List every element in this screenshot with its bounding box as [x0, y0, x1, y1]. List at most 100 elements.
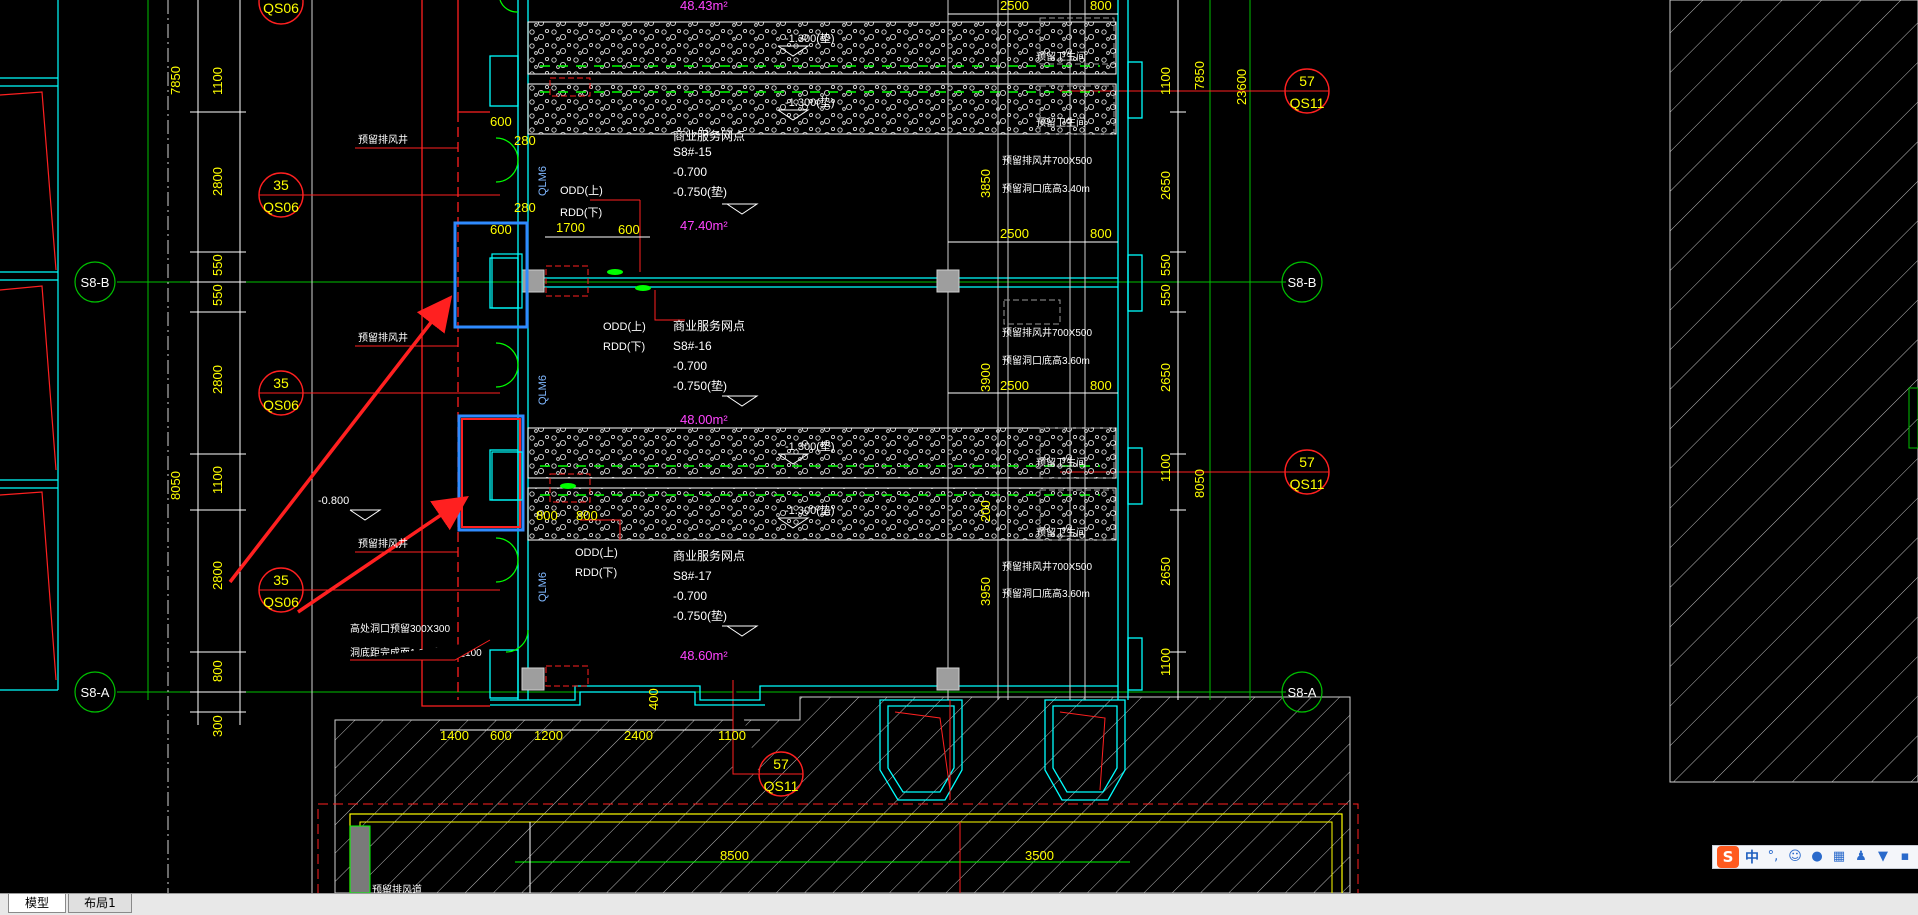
dim-1100-bottom: 1100: [718, 728, 746, 743]
hole-note-1: 高处洞口预留300X300: [350, 622, 450, 635]
wc-label-4: 预留卫生间: [1036, 526, 1086, 539]
room-16-code: S8#-16: [673, 339, 712, 353]
qs06-bubbles: QS06 35 QS06 35 QS06 35 QS06: [258, 0, 304, 613]
rdim-2650-b: 2650: [1158, 363, 1173, 392]
odd-label-1: ODD(上): [560, 184, 603, 197]
level-1300-d: -1.300(垫): [785, 503, 835, 517]
columns: [521, 269, 960, 691]
sogou-logo-icon[interactable]: S: [1717, 846, 1739, 868]
dim-grid: [167, 0, 313, 893]
dim-2400: 2400: [624, 728, 653, 743]
rdim-550-a: 550: [1158, 254, 1173, 276]
highlight-box-blue[interactable]: [453, 221, 529, 329]
room-16-level-pad: -0.750(垫): [673, 378, 727, 393]
dim-1700: 1700: [556, 220, 585, 235]
rdim-550-b: 550: [1158, 284, 1173, 306]
vent-label-3: 预留排风井: [358, 537, 408, 550]
qlm6-labels: QLM6 QLM6 QLM6: [537, 166, 549, 602]
svg-text:S8-A: S8-A: [81, 685, 110, 700]
rdim-1100-a: 1100: [1158, 67, 1173, 95]
dim-800-d: 800: [576, 508, 598, 523]
svg-text:QS06: QS06: [263, 397, 299, 413]
layout-tab-bar: 模型 布局1: [0, 893, 1918, 915]
bottom-building-outline: [317, 803, 1359, 893]
dim-300: 300: [210, 715, 225, 737]
svg-text:35: 35: [273, 572, 289, 588]
tab-layout1[interactable]: 布局1: [68, 894, 132, 913]
smile-icon[interactable]: ☺: [1788, 849, 1802, 864]
red-arrow-lower: [297, 496, 469, 614]
level-1300-b: -1.300(垫): [785, 95, 835, 109]
dim-800-top: 800: [1090, 0, 1112, 13]
tab-model[interactable]: 模型: [8, 894, 66, 913]
user-icon[interactable]: ♟: [1855, 849, 1867, 864]
dim-280-b: 280: [514, 200, 536, 215]
vent-note-4: 预留洞口底高3.60m: [1002, 354, 1090, 367]
odd-label-2: ODD(上): [603, 320, 646, 333]
tape-label: 预留排风道: [372, 883, 422, 893]
qlm6-3: QLM6: [537, 572, 549, 602]
dim-1200: 1200: [534, 728, 563, 743]
vertical-scroll-handle[interactable]: [1908, 387, 1918, 449]
wc-label-1: 预留卫生间: [1036, 50, 1086, 63]
wc-label-3: 预留卫生间: [1036, 456, 1086, 469]
ime-punct-toggle[interactable]: °,: [1767, 849, 1779, 864]
dim-3500: 3500: [1025, 848, 1054, 863]
rdim-8050: 8050: [1192, 469, 1207, 498]
room-dimension-lines: [440, 13, 1130, 863]
dim-200: 200: [978, 500, 993, 522]
qs06-bubble-3: 35 QS06: [258, 567, 304, 613]
room-15-level-pad: -0.750(垫): [673, 184, 727, 199]
shirt-icon[interactable]: ▼: [1878, 849, 1888, 864]
svg-text:QS11: QS11: [764, 778, 799, 794]
door-arcs: [495, 0, 529, 653]
room-16-name: 商业服务网点: [673, 318, 745, 333]
dim-3950: 3950: [978, 577, 993, 606]
svg-text:57: 57: [773, 756, 789, 772]
rdim-1100-c: 1100: [1158, 648, 1173, 676]
rdim-1100-b: 1100: [1158, 454, 1173, 482]
vent-note-5: 预留排风井700X500: [1002, 560, 1092, 573]
mic-icon[interactable]: ●: [1811, 849, 1823, 864]
dim-1400: 1400: [440, 728, 469, 743]
ime-toolbar[interactable]: S 中 °, ☺ ● ▦ ♟ ▼ ▪: [1712, 845, 1918, 869]
svg-text:QS11: QS11: [1290, 476, 1325, 492]
green-markers: [560, 269, 651, 489]
qs11-bubble-1: 57 QS11: [1284, 68, 1330, 114]
ime-language-toggle[interactable]: 中: [1745, 850, 1759, 866]
keyboard-icon[interactable]: ▦: [1832, 849, 1846, 864]
svg-text:S8-B: S8-B: [81, 275, 110, 290]
axis-bubble-s8-b-right: S8-B: [1281, 261, 1323, 303]
svg-text:35: 35: [273, 177, 289, 193]
qlm6-1: QLM6: [537, 166, 549, 196]
dim-550-b: 550: [210, 284, 225, 306]
grid-icon[interactable]: ▪: [1900, 849, 1910, 864]
level-1300-a: -1.300(垫): [785, 31, 835, 45]
dim-2500-low: 2500: [1000, 378, 1029, 393]
qs06-leaders: [303, 194, 500, 591]
hatched-region-bottom: [334, 696, 1351, 893]
inner-shaft-cyan: [491, 253, 523, 501]
vent-note-3: 预留排风井700X500: [1002, 326, 1092, 339]
rdim-2650-a: 2650: [1158, 171, 1173, 200]
room-15-level: -0.700: [673, 165, 707, 179]
rdd-label-2: RDD(下): [603, 341, 645, 353]
dim-2500-mid: 2500: [1000, 226, 1029, 241]
hatched-region-right: [1669, 0, 1918, 783]
qs06-bubble-1: 35 QS06: [258, 172, 304, 218]
right-dimension-texts: 1100 7850 23600 2650 550 550 2650 1100 8…: [1158, 61, 1249, 676]
dim-600-a: 600: [490, 114, 512, 129]
room-15-labels: 商业服务网点 S8#-15 -0.700 -0.750(垫) 47.40m²: [673, 128, 745, 233]
dim-800: 800: [210, 660, 225, 682]
dim-600-c: 600: [618, 222, 640, 237]
qs06-bubble-top: QS06: [258, 0, 304, 25]
highlight-box-red-blue[interactable]: [457, 414, 525, 532]
cad-drawing-viewport[interactable]: 7850 1100 2800 550 550 2800 8050 1100 28…: [0, 0, 1918, 893]
bottom-shafts: [879, 699, 1126, 801]
vent-label-1: 预留排风井: [358, 133, 408, 146]
shaft-red-lines: [894, 700, 1106, 800]
level-1300-c: -1.300(垫): [785, 439, 835, 453]
level-triangles: [349, 45, 810, 637]
vent-label-2: 预留排风井: [358, 331, 408, 344]
vent-symbols: [545, 77, 685, 687]
